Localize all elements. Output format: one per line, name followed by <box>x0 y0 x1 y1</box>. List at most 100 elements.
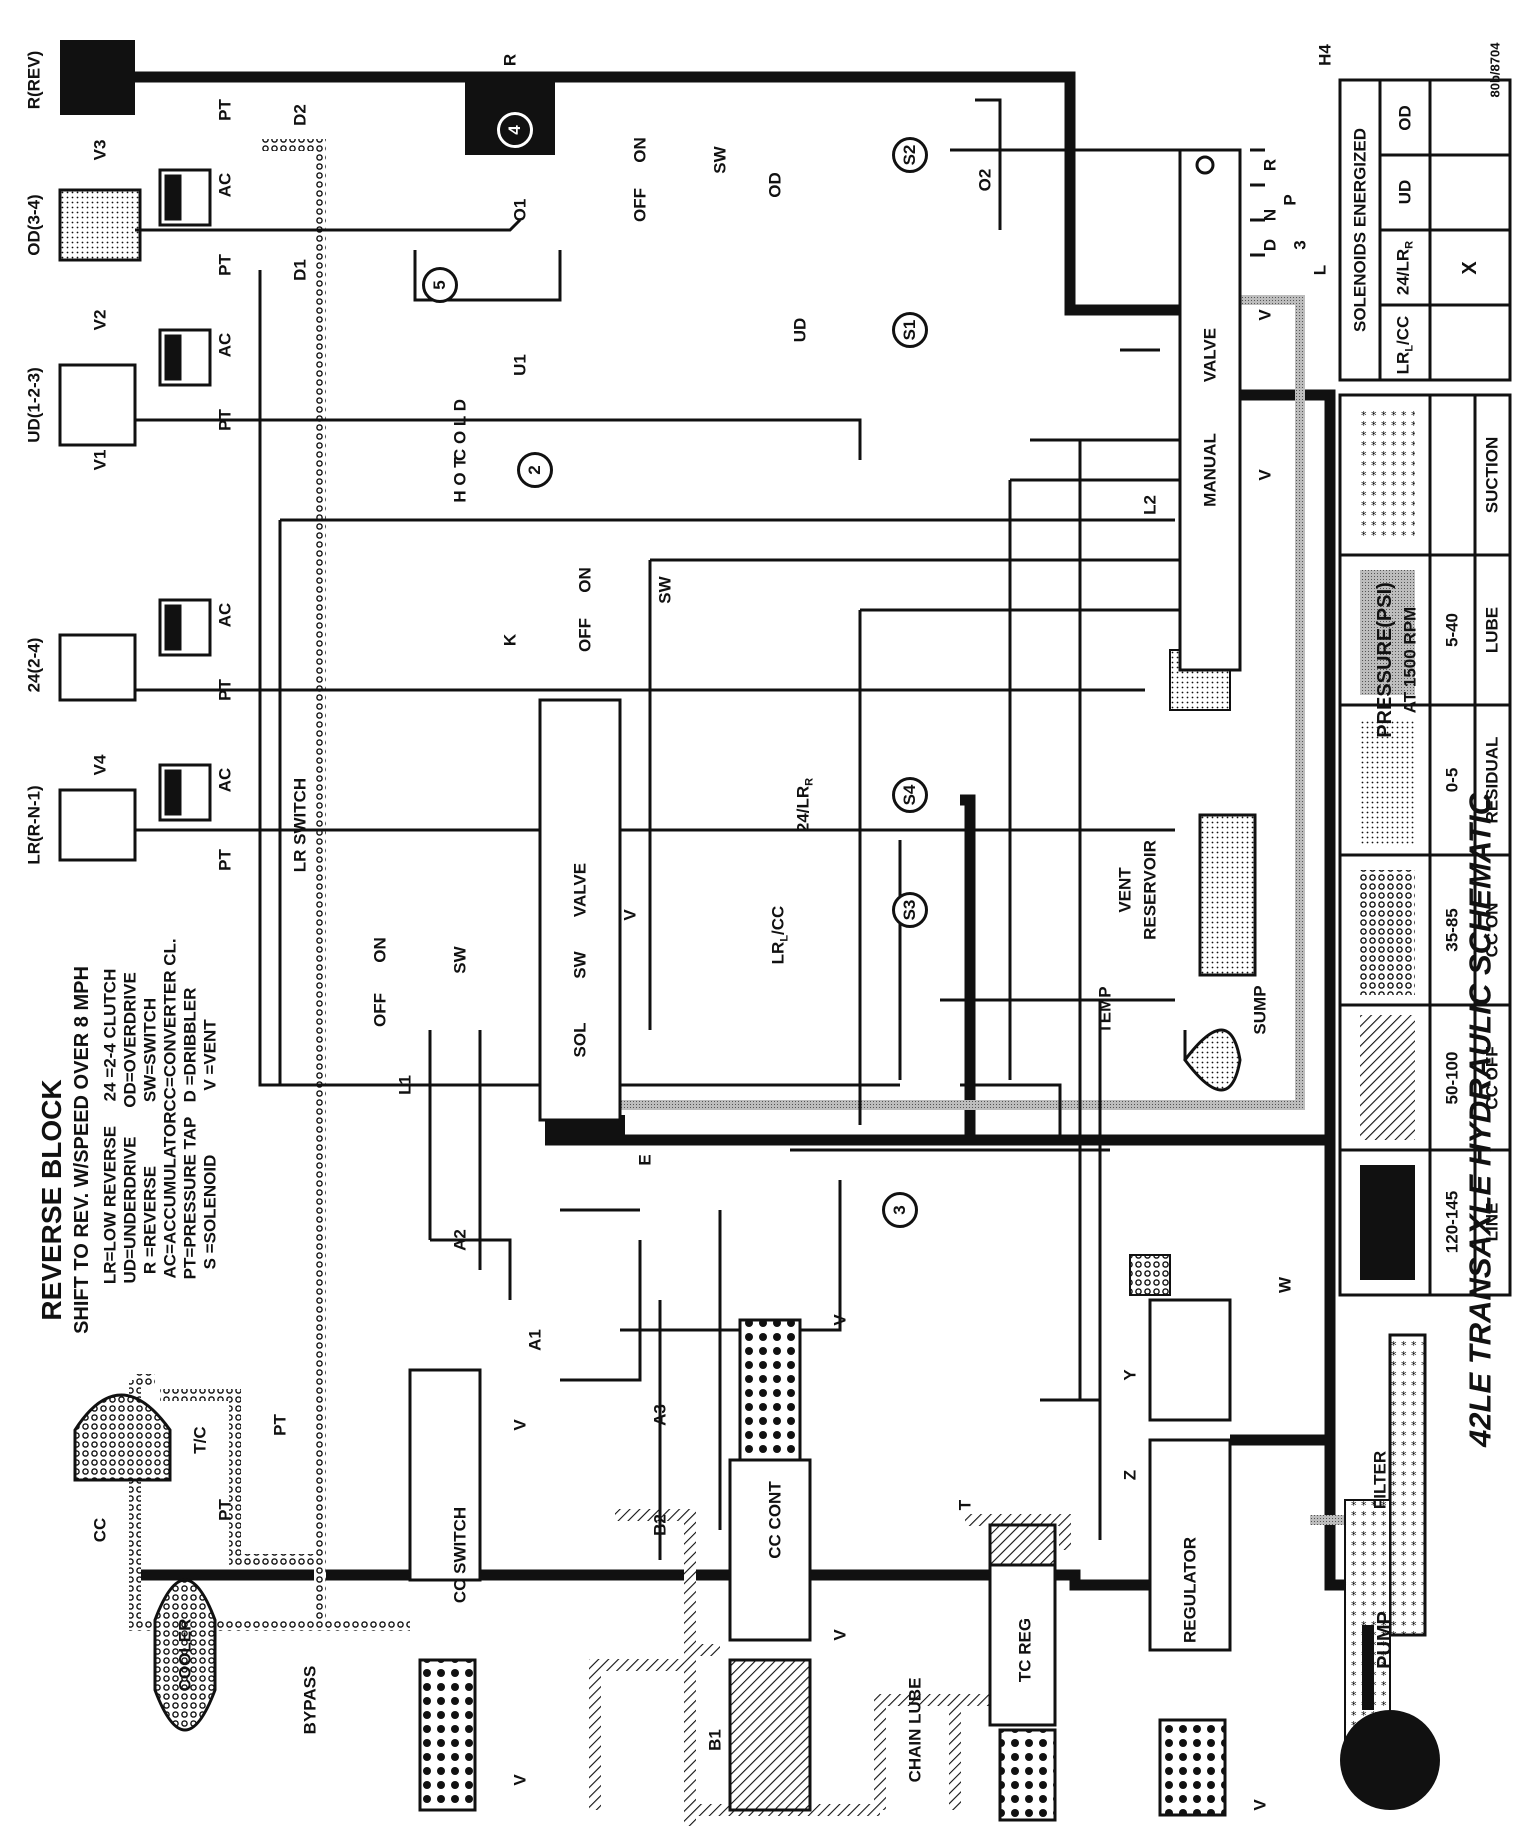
node-u1: U1 <box>510 354 530 376</box>
solenoid-lrcc-label: LRL/CC <box>768 905 791 965</box>
abbrev-24: 24 =2-4 CLUTCH <box>100 968 120 1102</box>
cooler <box>153 1578 217 1732</box>
tc-reg-hatch <box>988 1523 1057 1567</box>
checkball-5: 5 <box>422 267 458 303</box>
temp-label: TEMP <box>1095 986 1115 1034</box>
abbrev-ac: AC=ACCUMULATOR <box>160 1111 180 1279</box>
pressure-range-line: 120-145 <box>1442 1190 1462 1254</box>
gear-3: 3 <box>1290 240 1310 250</box>
gear-n: N <box>1260 208 1280 222</box>
reservoir-fill <box>1198 813 1257 977</box>
manual-valve-label: MANUAL <box>1200 433 1220 507</box>
gear-d: D <box>1260 238 1280 252</box>
energized-col-24lr: 24/LRR <box>1393 240 1416 296</box>
pt-label: PT <box>215 99 235 121</box>
cooler-label: COOLER <box>175 1618 195 1692</box>
solenoid-s4: S4 <box>892 777 928 813</box>
pressure-legend-title: PRESSURE(PSI) <box>1374 582 1396 738</box>
sol-valve-label: SOL <box>570 1022 590 1058</box>
v3-label: V3 <box>90 139 110 161</box>
energized-col-lrcc: LRL/CC <box>1393 315 1416 375</box>
gear-l: L <box>1310 264 1330 276</box>
valve-label: VALVE <box>1200 327 1220 383</box>
pt-label: PT <box>270 1414 290 1436</box>
pt-label: PT <box>215 1499 235 1521</box>
ac-label: AC <box>215 332 235 358</box>
clutch-ud-label: UD(1-2-3) <box>24 367 44 443</box>
filter <box>1388 1333 1427 1637</box>
cc-label: CC <box>90 1517 110 1543</box>
pt-label: PT <box>215 254 235 276</box>
solenoid-od-label: OD <box>765 172 785 198</box>
ac-label: AC <box>215 767 235 793</box>
energized-col-ud: UD <box>1395 179 1415 205</box>
solenoid-s3: S3 <box>892 892 928 928</box>
tc-reg-valve-label: TC REG <box>1015 1617 1035 1683</box>
v4-label: V4 <box>90 754 110 776</box>
legend-tables <box>1338 78 1512 1297</box>
node-e: E <box>635 1154 655 1166</box>
pt-label: PT <box>215 409 235 431</box>
pressure-name-lube: LUBE <box>1482 606 1502 654</box>
abbrev-cc: CC=CONVERTER CL. <box>160 938 180 1112</box>
regulator-valve-label: REGULATOR <box>1180 1536 1200 1644</box>
node-a2: A2 <box>450 1229 470 1251</box>
pump <box>1340 1710 1440 1810</box>
ac-label: AC <box>215 172 235 198</box>
energized-col-od: OD <box>1395 105 1415 131</box>
abbrev-lr: LR=LOW REVERSE <box>100 1125 120 1285</box>
abbrev-d: D =DRIBBLER <box>180 987 200 1103</box>
switch-off-label: OFF <box>575 618 595 652</box>
reverse-clutch-block <box>60 40 135 115</box>
solenoids-energized-title: SOLENOIDS ENERGIZED <box>1350 127 1370 333</box>
pressure-range-ccoff: 50-100 <box>1442 1051 1462 1105</box>
pressure-name-ccon: CC ON <box>1482 902 1502 958</box>
solenoid-s1: S1 <box>892 312 928 348</box>
figure-code: 80b/8704 <box>1487 42 1503 98</box>
node-b2: B2 <box>650 1514 670 1536</box>
vent-label: V <box>1255 469 1275 481</box>
d1-label: D1 <box>290 259 310 281</box>
valve-springs <box>418 1318 1227 1822</box>
abbrev-sw: SW=SWITCH <box>140 997 160 1103</box>
clutch-od-label: OD(3-4) <box>24 194 44 256</box>
node-y: Y <box>1120 1369 1140 1381</box>
solenoid-s2: S2 <box>892 137 928 173</box>
node-o1: O1 <box>510 198 530 222</box>
abbrev-pt: PT=PRESSURE TAP <box>180 1116 200 1280</box>
solenoid-ud-label: UD <box>790 317 810 343</box>
block-subtitle: SHIFT TO REV. W/SPEED OVER 8 MPH <box>71 966 93 1334</box>
node-l2: L2 <box>1140 495 1160 515</box>
pt-label: PT <box>215 849 235 871</box>
vent-reservoir-label: VENT <box>1115 867 1135 913</box>
clutch-boxes <box>58 363 137 862</box>
clutch-lr-label: LR(R-N-1) <box>24 785 44 865</box>
cc-switch-valve-label: CC SWITCH <box>450 1506 470 1604</box>
vent-label: V <box>1255 309 1275 321</box>
reservoir-label: RESERVOIR <box>1140 840 1160 940</box>
checkball-3: 3 <box>882 1192 918 1228</box>
vent-label: V <box>830 1314 850 1326</box>
sw-valve-label: SW <box>570 951 590 979</box>
node-w: W <box>1275 1276 1295 1294</box>
vent-label: V <box>1250 1799 1270 1811</box>
gear-r: R <box>1260 158 1280 172</box>
checkball-4: 4 <box>497 112 533 148</box>
node-l1: L1 <box>395 1075 415 1095</box>
v2-label: V2 <box>90 309 110 331</box>
sump-label: SUMP <box>1250 985 1270 1035</box>
vent-label: V <box>510 1774 530 1786</box>
accumulators <box>158 168 212 822</box>
node-a3: A3 <box>650 1404 670 1426</box>
pt-label: PT <box>215 679 235 701</box>
energized-mark-24lr: X <box>1459 261 1481 275</box>
pressure-legend-subtitle: AT 1500 RPM <box>1400 606 1420 714</box>
chain-lube-label: CHAIN LUBE <box>905 1677 925 1783</box>
filter-label: FILTER <box>1370 1450 1390 1510</box>
gear-selector <box>1195 148 1265 257</box>
pressure-range-ccon: 35-85 <box>1442 908 1462 952</box>
switch-on-label: ON <box>370 937 390 963</box>
switch-sw-label: SW <box>655 576 675 604</box>
cold-label: C O L D <box>450 398 470 462</box>
node-r: R <box>500 53 520 67</box>
